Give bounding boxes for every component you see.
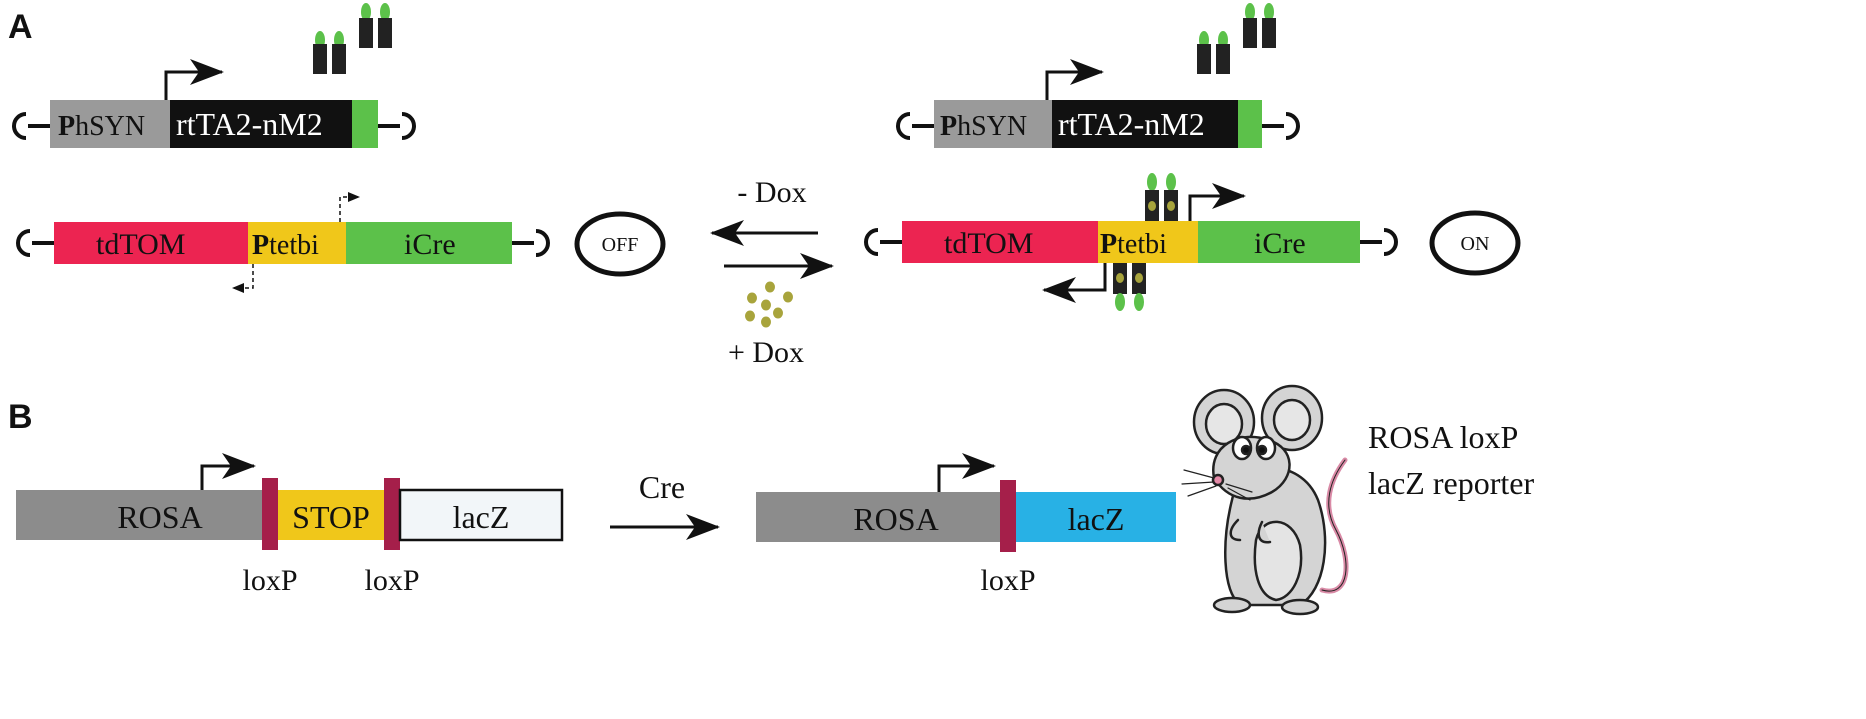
- cre-label: Cre: [639, 469, 685, 505]
- phsyn-promoter-block: [934, 100, 1052, 148]
- reporter-label-line2: lacZ reporter: [1368, 465, 1534, 501]
- lacz-block-inactive: [398, 488, 564, 542]
- transcription-arrow: [1045, 59, 1104, 100]
- lacz-block-active: [1016, 492, 1176, 542]
- panel-label-b: B: [8, 398, 33, 436]
- rtta-dimer-left-2: [359, 3, 392, 48]
- transcription-arrow: [937, 453, 996, 492]
- minus-dox-label: - Dox: [737, 176, 806, 209]
- plasmid-end-loop: [12, 112, 27, 140]
- plus-dox-label: + Dox: [728, 336, 804, 369]
- state-off-label: OFF: [602, 234, 639, 256]
- inactive-transcription-arrow: [232, 264, 254, 293]
- rosa-label: ROSA: [853, 501, 938, 537]
- panel-label-a: A: [8, 8, 33, 46]
- green-tag-block: [1238, 100, 1262, 148]
- rtta-dimer-right-2: [1243, 3, 1276, 48]
- reporter-label-line1: ROSA loxP: [1368, 419, 1518, 455]
- tdtom-label: tdTOM: [96, 228, 185, 261]
- ptetbi-label: Ptetbi: [1100, 229, 1167, 260]
- plasmid-end-loop: [896, 112, 911, 140]
- rtta-dimer-right-1: [1197, 31, 1230, 74]
- phsyn-promoter-block: [50, 100, 170, 148]
- active-transcription-arrow: [1042, 263, 1107, 303]
- construct-phsyn-right: PhSYN rtTA2-nM2: [896, 59, 1300, 148]
- mouse-nose: [1211, 473, 1225, 487]
- green-tag-block: [352, 100, 378, 148]
- loxp-label: loxP: [242, 564, 297, 597]
- rtta-dimer-left-1: [313, 31, 346, 74]
- tdtom-gene-block: [902, 221, 1098, 263]
- loxp-site-block: [1000, 480, 1016, 552]
- phsyn-label: PhSYN: [58, 111, 145, 142]
- rtta-label: rtTA2-nM2: [176, 106, 323, 142]
- plasmid-end-loop: [16, 229, 31, 257]
- active-transcription-arrow: [1188, 183, 1246, 221]
- ptetbi-label: Ptetbi: [252, 230, 319, 261]
- icre-label: iCre: [1254, 227, 1306, 260]
- lacz-label: lacZ: [453, 499, 510, 535]
- stop-label: STOP: [292, 499, 370, 535]
- plasmid-end-loop: [401, 112, 416, 140]
- mouse-illustration: [1181, 384, 1349, 616]
- plasmid-end-loop: [535, 229, 550, 257]
- rosa-label: ROSA: [117, 499, 202, 535]
- plasmid-end-loop: [1285, 112, 1300, 140]
- ptetbi-promoter-block: [248, 222, 346, 264]
- icre-label: iCre: [404, 228, 456, 261]
- rosa-block: [756, 492, 1000, 542]
- rtta-label: rtTA2-nM2: [1058, 106, 1205, 142]
- stop-block: [278, 490, 384, 540]
- doxycycline-molecules: [745, 281, 793, 328]
- rosa-lacz-recombined-construct: ROSA lacZ: [756, 453, 1176, 552]
- transcription-arrow: [164, 59, 224, 100]
- construct-phsyn-left: PhSYN rtTA2-nM2: [12, 59, 416, 148]
- icre-gene-block: [1198, 221, 1360, 263]
- inactive-transcription-arrow: [339, 192, 360, 222]
- plasmid-end-loop: [1383, 228, 1398, 256]
- construct-tetbi-left: tdTOM Ptetbi iCre: [16, 192, 550, 293]
- ptetbi-promoter-block: [1098, 221, 1198, 263]
- rosa-stop-construct: ROSA STOP lacZ: [16, 453, 564, 550]
- plasmid-end-loop: [864, 228, 879, 256]
- transcription-arrow: [200, 453, 256, 490]
- state-on-badge: ON: [1429, 210, 1521, 276]
- phsyn-label: PhSYN: [940, 111, 1027, 142]
- rtta-gene-block: [1052, 100, 1238, 148]
- rosa-block: [16, 490, 262, 540]
- state-off-badge: OFF: [574, 211, 666, 277]
- rtta-dox-bound-top: [1145, 173, 1178, 221]
- tdtom-label: tdTOM: [944, 227, 1033, 260]
- loxp-site-block: [384, 478, 400, 550]
- loxp-site-block: [262, 478, 278, 550]
- loxp-label: loxP: [364, 564, 419, 597]
- state-on-label: ON: [1461, 233, 1490, 255]
- rtta-gene-block: [170, 100, 352, 148]
- tdtom-gene-block: [54, 222, 248, 264]
- loxp-label: loxP: [980, 564, 1035, 597]
- rtta-dox-bound-bottom: [1113, 263, 1146, 311]
- lacz-label: lacZ: [1068, 501, 1125, 537]
- icre-gene-block: [346, 222, 512, 264]
- construct-tetbi-right: tdTOM Ptetbi iCre: [864, 221, 1398, 263]
